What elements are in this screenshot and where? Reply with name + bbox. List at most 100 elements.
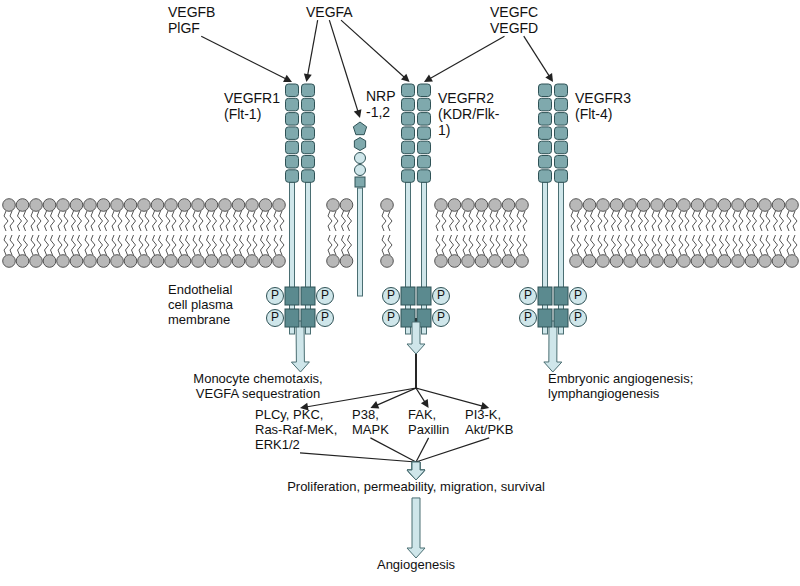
lipid-tail (679, 211, 683, 231)
lipid-head (745, 255, 758, 268)
lipid-tail (510, 211, 514, 231)
lipid-tail (604, 211, 608, 231)
lipid-tail (226, 235, 230, 255)
lipid-head (516, 199, 529, 212)
ig-domain (418, 98, 431, 111)
node-text: VEGFR3 (Flt-4) (575, 90, 631, 122)
lipid-head (84, 255, 97, 268)
ig-domain (555, 170, 568, 183)
ig-domain (418, 84, 431, 97)
lipid-tail (153, 235, 157, 255)
lipid-head (610, 199, 623, 212)
lipid-head (718, 199, 731, 212)
lipid-tail (112, 235, 116, 255)
lipid-tail (477, 211, 481, 231)
arrow-head (424, 75, 433, 82)
node-text: P38, MAPK (352, 408, 389, 438)
lipid-head (759, 255, 772, 268)
node-text: Embryonic angiogenesis; lymphangiogenesi… (548, 372, 708, 402)
connector-line (524, 36, 550, 77)
lipid-head (664, 199, 677, 212)
ig-domain (286, 127, 299, 139)
ig-domain (402, 127, 415, 139)
lipid-tail (685, 235, 689, 255)
lipid-tail (631, 235, 635, 255)
node-text: Proliferation, permeability, migration, … (246, 480, 586, 495)
arrow-head (545, 73, 553, 82)
ig-domain (418, 141, 431, 154)
phospho-label: P (433, 288, 449, 303)
lipid-tail (267, 211, 271, 231)
lipid-head (246, 255, 259, 268)
lipid-tail (747, 211, 751, 231)
lipid-tail (166, 211, 170, 231)
text-node: Monocyte chemotaxis, VEGFA sequestration (173, 372, 343, 402)
lipid-tail (442, 211, 446, 231)
lipid-head (57, 255, 70, 268)
lipid-tail (726, 235, 730, 255)
ig-domain (539, 127, 552, 139)
lipid-head (138, 255, 151, 268)
lipid-tail (693, 235, 697, 255)
lipid-tail (213, 235, 217, 255)
connector-arrow (370, 438, 425, 480)
lipid-tail (787, 235, 791, 255)
lipid-tail (720, 211, 724, 231)
lipid-tail (226, 211, 230, 231)
lipid-head (192, 199, 205, 212)
lipid-tail (253, 235, 257, 255)
lipid-head (151, 199, 164, 212)
lipid-tail (612, 211, 616, 231)
connector-arrow (341, 20, 410, 82)
lipid-tail (234, 235, 238, 255)
lipid-tail (685, 211, 689, 231)
lipid-tail (132, 235, 136, 255)
lipid-tail (780, 211, 784, 231)
node-text: PI3-K, Akt/PKB (465, 408, 513, 438)
ig-domain (302, 98, 315, 111)
lipid-tail (720, 235, 724, 255)
lipid-tail (483, 235, 487, 255)
lipid-tail (699, 211, 703, 231)
lipid-head (786, 199, 799, 212)
lipid-tail (261, 235, 265, 255)
lipid-tail (37, 235, 41, 255)
lipid-bilayer (3, 199, 799, 268)
ig-domain (418, 156, 431, 169)
lipid-tail (139, 235, 143, 255)
lipid-tail (24, 211, 28, 231)
lipid-tail (774, 235, 778, 255)
lipid-tail (706, 235, 710, 255)
lipid-head (232, 199, 245, 212)
lipid-head (610, 255, 623, 268)
lipid-head (3, 199, 16, 212)
text-node: VEGFA (306, 4, 353, 20)
ig-domain (286, 170, 299, 183)
lipid-head (340, 199, 353, 212)
node-text: Monocyte chemotaxis, VEGFA sequestration (173, 372, 343, 402)
lipid-tail (598, 211, 602, 231)
lipid-tail (85, 235, 89, 255)
text-node: P38, MAPK (352, 408, 389, 438)
lipid-tail (139, 211, 143, 231)
lipid-tail (240, 235, 244, 255)
lipid-tail (760, 235, 764, 255)
phospho-circle: P (432, 309, 450, 327)
receptor: VEGFR3 (Flt-4) (537, 82, 569, 318)
ig-domain (555, 156, 568, 169)
lipid-tail (58, 235, 62, 255)
ig-domain (302, 113, 315, 126)
text-node: VEGFB PlGF (168, 4, 215, 36)
lipid-head (502, 199, 515, 212)
lipid-tail (666, 235, 670, 255)
lipid-tail (280, 235, 284, 255)
lipid-head (57, 199, 70, 212)
ig-domain (402, 98, 415, 111)
lipid-tail (382, 235, 386, 255)
lipid-tail (334, 235, 338, 255)
lipid-tail (186, 235, 190, 255)
ig-domain (418, 170, 431, 183)
lipid-head (637, 199, 650, 212)
lipid-tail (132, 211, 136, 231)
nrp-domain (353, 122, 366, 135)
